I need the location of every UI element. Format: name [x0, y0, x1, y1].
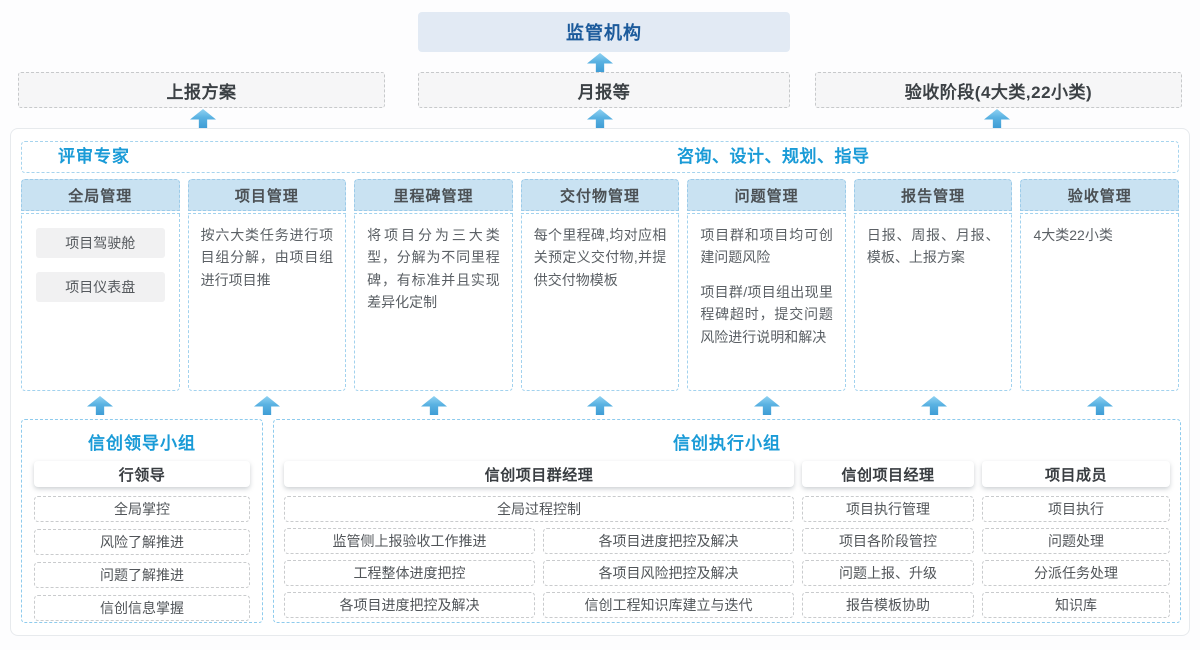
column-milestone-mgmt: 里程碑管理 将项目分为三大类型，分解为不同里程碑，有标准并且实现差异化定制 — [354, 179, 513, 391]
up-arrow-icon — [587, 53, 613, 72]
column-text: 4大类22小类 — [1033, 227, 1113, 243]
leader-item: 全局掌控 — [34, 496, 250, 522]
exec-col-project-manager: 信创项目经理 项目执行管理 项目各阶段管控 问题上报、升级 报告模板协助 — [802, 461, 974, 618]
column-text: 每个里程碑,均对应相关预定义交付物,并提供交付物模板 — [533, 227, 667, 288]
exec-item: 各项目风险把控及解决 — [543, 560, 794, 586]
role-group-manager: 信创项目群经理 — [284, 461, 794, 487]
column-report-mgmt: 报告管理 日报、周报、月报、模板、上报方案 — [853, 179, 1013, 391]
exec-group-content: 信创项目群经理 全局过程控制 监管侧上报验收工作推进 各项目进度把控及解决 工程… — [274, 461, 1180, 618]
column-text: 按六大类任务进行项目组分解，由项目组进行项目推 — [200, 227, 334, 288]
exec-item: 分派任务处理 — [982, 560, 1170, 586]
exec-group-title: 信创执行小组 — [673, 434, 781, 453]
tag-chip: 项目驾驶舱 — [36, 228, 165, 258]
leader-group-box: 信创领导小组 行领导 全局掌控 风险了解推进 问题了解推进 信创信息掌握 — [21, 419, 263, 623]
up-arrow-icon — [587, 396, 613, 415]
consulting-label: 咨询、设计、规划、指导 — [677, 147, 870, 166]
exec-item: 项目各阶段管控 — [802, 528, 974, 554]
column-title: 问题管理 — [687, 179, 846, 211]
column-acceptance-mgmt: 验收管理 4大类22小类 — [1020, 179, 1180, 391]
output-box-monthly-report: 月报等 — [418, 72, 790, 108]
column-title: 里程碑管理 — [354, 179, 513, 211]
column-text: 日报、周报、月报、模板、上报方案 — [866, 227, 1000, 266]
column-text: 项目群和项目均可创建问题风险 — [700, 227, 833, 266]
leader-item: 问题了解推进 — [34, 562, 250, 588]
leader-group-content: 行领导 全局掌控 风险了解推进 问题了解推进 信创信息掌握 — [22, 461, 262, 621]
exec-item: 监管侧上报验收工作推进 — [284, 528, 535, 554]
column-title: 报告管理 — [853, 179, 1013, 211]
experts-band: 评审专家 咨询、设计、规划、指导 — [21, 141, 1179, 173]
exec-item: 报告模板协助 — [802, 592, 974, 618]
exec-item: 问题上报、升级 — [802, 560, 974, 586]
exec-item: 问题处理 — [982, 528, 1170, 554]
exec-item: 项目执行管理 — [802, 496, 974, 522]
exec-item: 各项目进度把控及解决 — [543, 528, 794, 554]
column-body: 每个里程碑,均对应相关预定义交付物,并提供交付物模板 — [520, 213, 680, 391]
column-text: 将项目分为三大类型，分解为不同里程碑，有标准并且实现差异化定制 — [367, 227, 500, 311]
column-title: 交付物管理 — [520, 179, 680, 211]
tag-chip: 项目仪表盘 — [36, 272, 165, 302]
exec-item: 知识库 — [982, 592, 1170, 618]
exec-col-members: 项目成员 项目执行 问题处理 分派任务处理 知识库 — [982, 461, 1170, 618]
exec-item: 全局过程控制 — [284, 496, 794, 522]
up-arrow-icon — [190, 109, 216, 128]
review-experts-label: 评审专家 — [58, 147, 130, 166]
column-body: 4大类22小类 — [1020, 213, 1180, 391]
up-arrow-icon — [87, 396, 113, 415]
role-project-manager: 信创项目经理 — [802, 461, 974, 487]
column-body: 项目驾驶舱 项目仪表盘 — [21, 213, 180, 391]
up-arrow-icon — [1087, 396, 1113, 415]
column-body: 按六大类任务进行项目组分解，由项目组进行项目推 — [187, 213, 347, 391]
column-project-mgmt: 项目管理 按六大类任务进行项目组分解，由项目组进行项目推 — [187, 179, 347, 391]
exec-item: 信创工程知识库建立与迭代 — [543, 592, 794, 618]
column-body: 日报、周报、月报、模板、上报方案 — [853, 213, 1013, 391]
exec-item: 工程整体进度把控 — [284, 560, 535, 586]
up-arrow-icon — [984, 109, 1010, 128]
exec-item-row: 各项目进度把控及解决 信创工程知识库建立与迭代 — [284, 592, 794, 618]
leader-group-title: 信创领导小组 — [88, 434, 196, 453]
leader-item: 风险了解推进 — [34, 529, 250, 555]
up-arrow-icon — [921, 396, 947, 415]
capability-columns: 全局管理 项目驾驶舱 项目仪表盘 项目管理 按六大类任务进行项目组分解，由项目组… — [21, 179, 1180, 391]
exec-item-row: 工程整体进度把控 各项目风险把控及解决 — [284, 560, 794, 586]
exec-col-group-manager: 信创项目群经理 全局过程控制 监管侧上报验收工作推进 各项目进度把控及解决 工程… — [284, 461, 794, 618]
output-box-report-plan: 上报方案 — [18, 72, 385, 108]
column-title: 全局管理 — [21, 179, 180, 211]
up-arrow-icon — [587, 109, 613, 128]
up-arrow-icon — [754, 396, 780, 415]
column-global-mgmt: 全局管理 项目驾驶舱 项目仪表盘 — [21, 179, 180, 391]
role-bank-leader: 行领导 — [34, 461, 250, 487]
up-arrow-icon — [421, 396, 447, 415]
output-box-acceptance-stage: 验收阶段(4大类,22小类) — [815, 72, 1182, 108]
column-text: 项目群/项目组出现里程碑超时，提交问题风险进行说明和解决 — [700, 283, 833, 345]
exec-item: 项目执行 — [982, 496, 1170, 522]
up-arrow-icon — [254, 396, 280, 415]
column-body: 将项目分为三大类型，分解为不同里程碑，有标准并且实现差异化定制 — [354, 213, 513, 391]
column-title: 验收管理 — [1020, 179, 1180, 211]
platform-panel: 评审专家 咨询、设计、规划、指导 全局管理 项目驾驶舱 项目仪表盘 项目管理 按… — [10, 128, 1190, 636]
column-deliverable-mgmt: 交付物管理 每个里程碑,均对应相关预定义交付物,并提供交付物模板 — [520, 179, 680, 391]
column-body: 项目群和项目均可创建问题风险 项目群/项目组出现里程碑超时，提交问题风险进行说明… — [687, 213, 846, 391]
leader-item: 信创信息掌握 — [34, 595, 250, 621]
role-project-members: 项目成员 — [982, 461, 1170, 487]
regulator-box: 监管机构 — [418, 12, 790, 52]
column-title: 项目管理 — [187, 179, 347, 211]
column-issue-mgmt: 问题管理 项目群和项目均可创建问题风险 项目群/项目组出现里程碑超时，提交问题风… — [687, 179, 846, 391]
exec-group-box: 信创执行小组 信创项目群经理 全局过程控制 监管侧上报验收工作推进 各项目进度把… — [273, 419, 1181, 623]
exec-item-row: 监管侧上报验收工作推进 各项目进度把控及解决 — [284, 528, 794, 554]
exec-item: 各项目进度把控及解决 — [284, 592, 535, 618]
